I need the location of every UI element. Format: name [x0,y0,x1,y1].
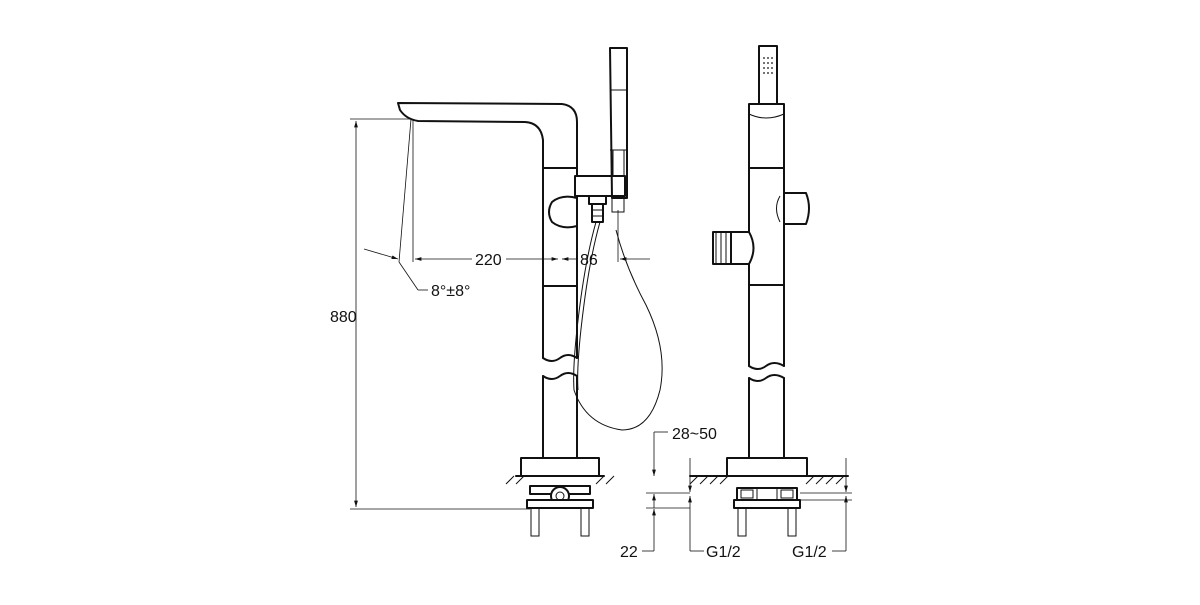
dim-hand-shower-offset: 86 [580,252,598,269]
dim-connection-depth: 22 [620,544,638,561]
side-hand-shower [758,45,778,105]
side-base-plate [726,457,808,477]
dim-inlet-right: G1/2 [792,544,827,561]
side-leg-left [737,507,747,537]
base-plate [520,457,600,477]
side-leg-right [787,507,797,537]
side-diverter [729,231,755,265]
hose-connector [588,195,607,205]
side-lever-knob [783,192,810,225]
hand-shower-holder [574,175,626,197]
dim-floor-thickness: 28~50 [672,426,717,443]
front-view [397,47,663,537]
side-column-lower [748,377,785,459]
floor-hatch-front [505,475,615,485]
front-dimensions: 880 8°±8° 220 86 [330,118,650,510]
column-break-top [542,354,578,362]
shower-hose [573,221,663,431]
dim-total-height: 880 [330,309,357,326]
shower-head-dots [763,57,773,74]
mounting-leg-left [530,507,540,537]
side-view [689,45,849,537]
lever-knob [548,195,578,229]
side-break-bottom [748,374,785,382]
mounting-leg-right [580,507,590,537]
side-dimensions: 28~50 22 G1/2 G1/2 [620,426,852,561]
lower-column [542,375,578,459]
column-break-bottom [542,372,578,380]
spout [397,102,578,169]
dim-spout-reach: 220 [475,252,502,269]
hand-shower [609,47,628,199]
side-break-top [748,362,785,370]
dim-inlet-left: G1/2 [706,544,741,561]
floor-hatch-side [689,475,849,485]
dim-spout-angle: 8°±8° [431,283,470,300]
side-column-upper [748,103,785,367]
